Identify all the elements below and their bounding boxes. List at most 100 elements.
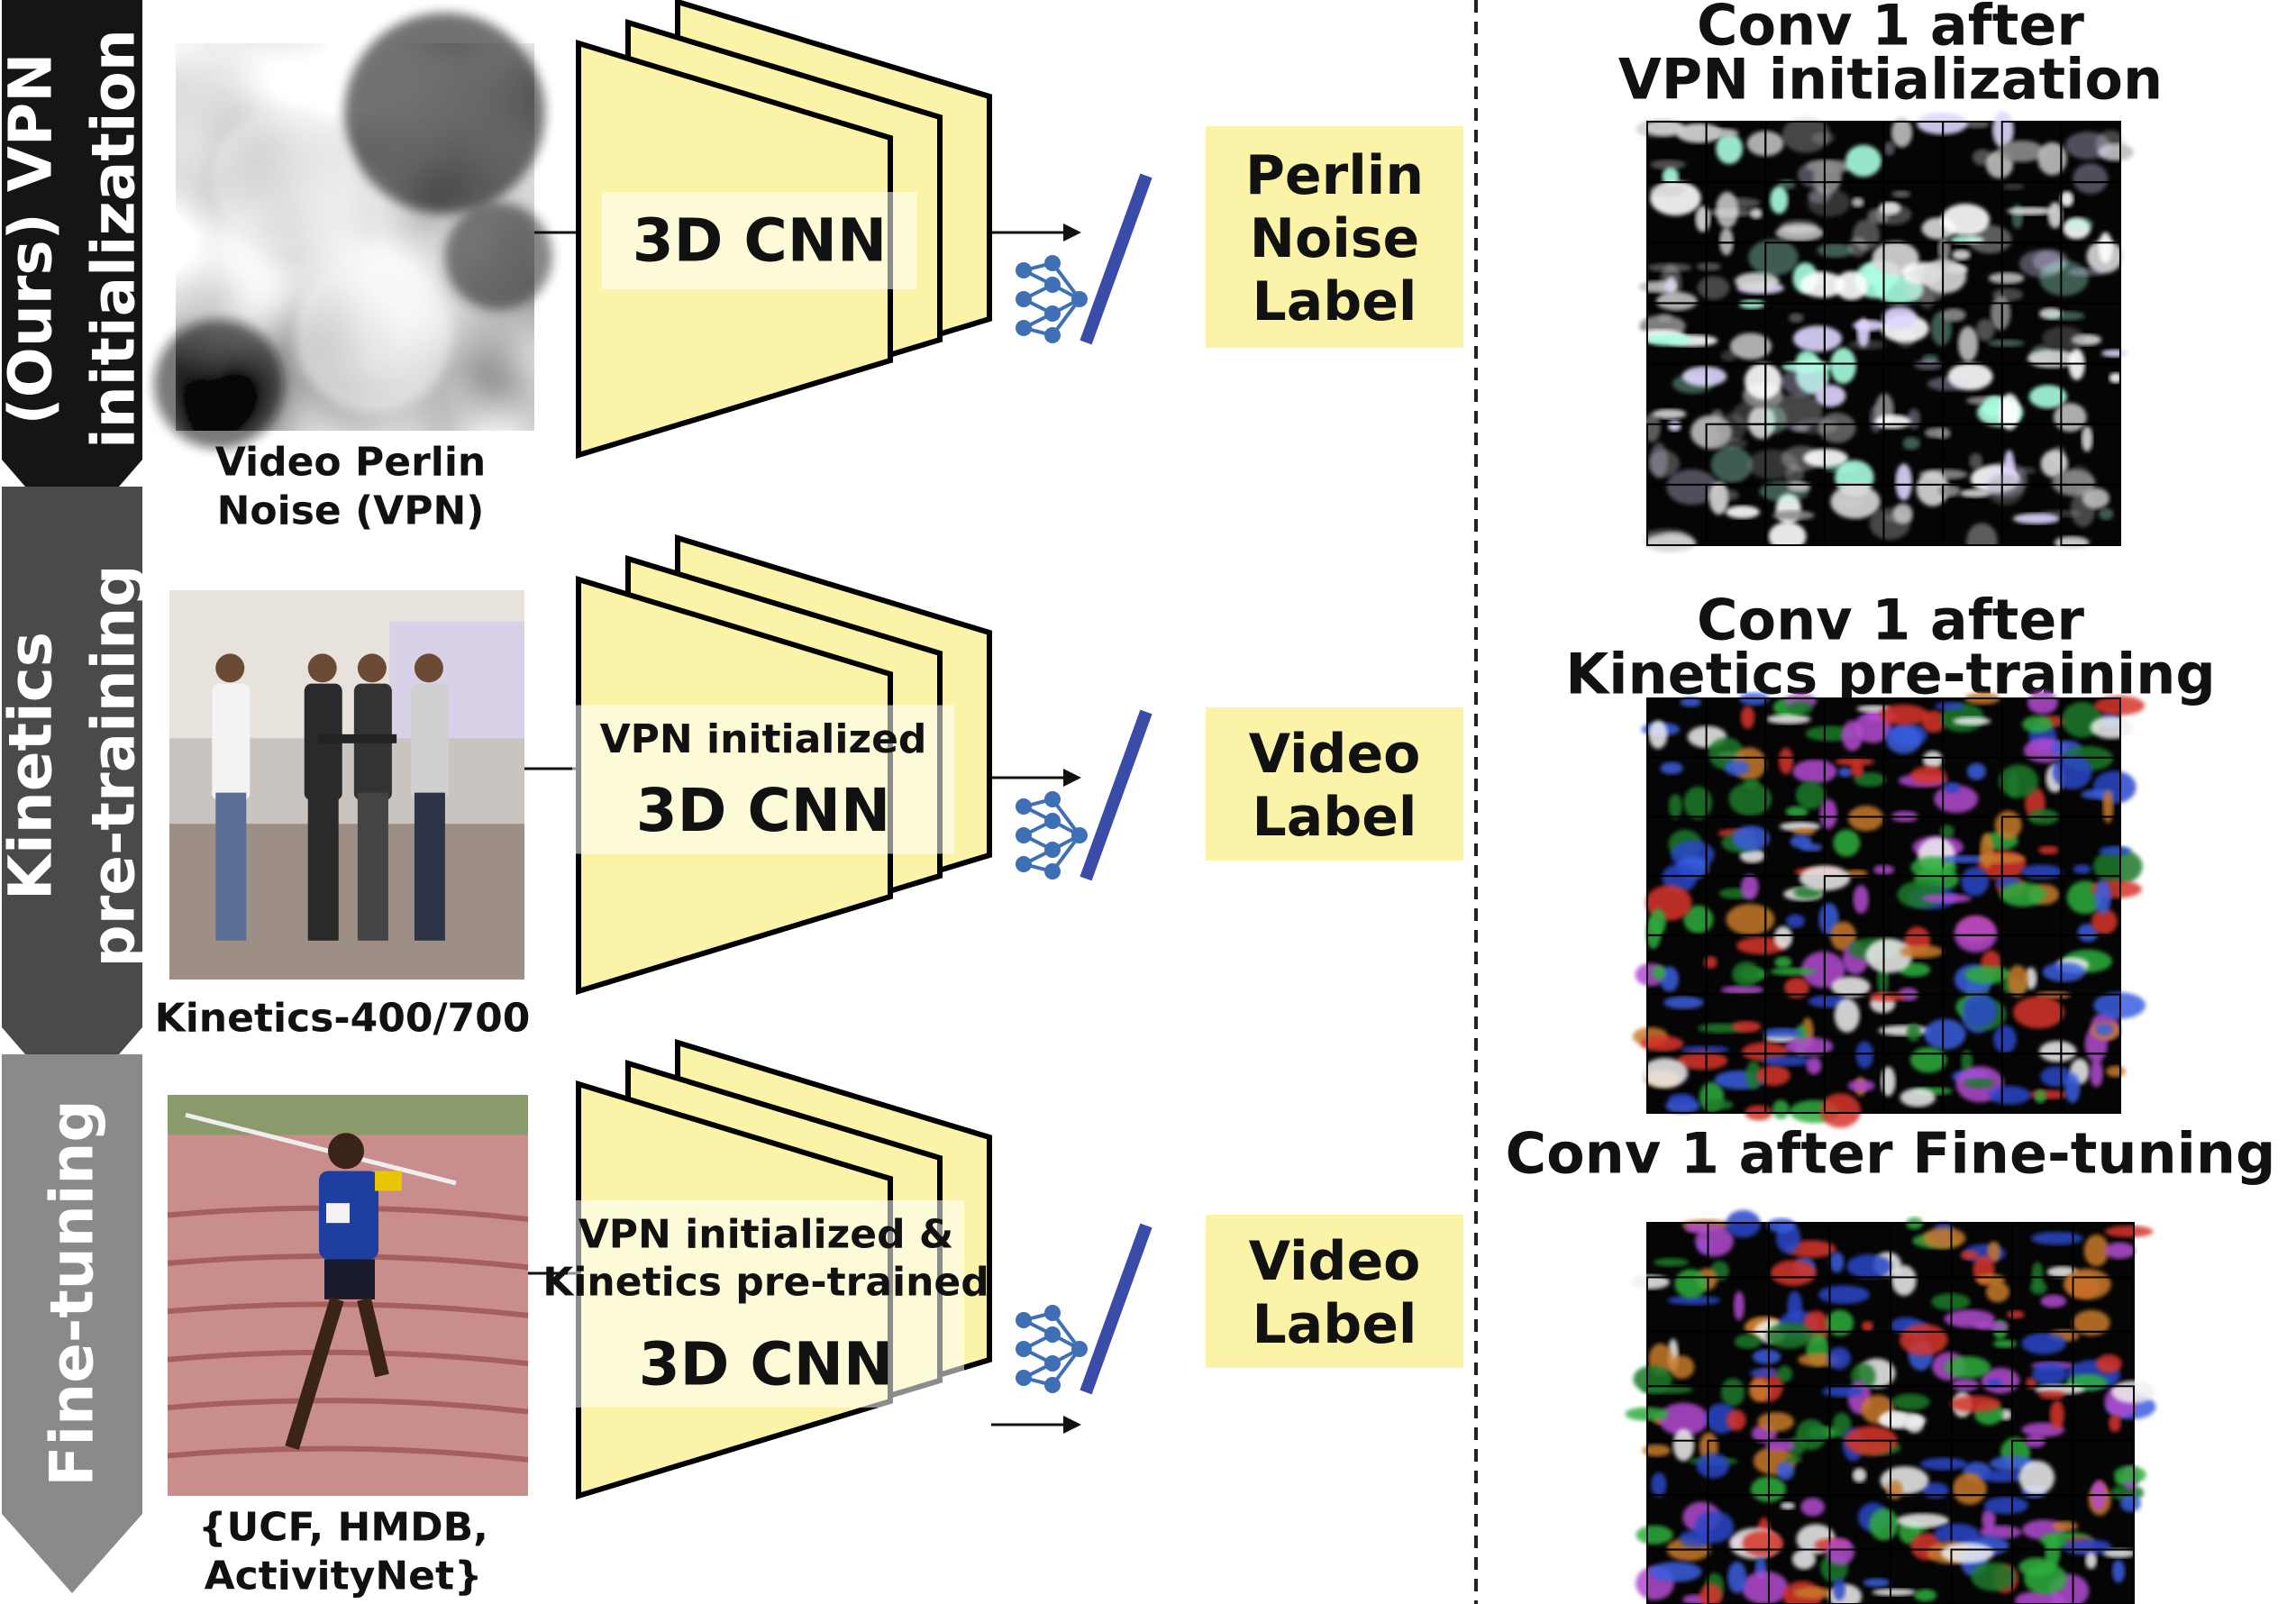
output-label-box [1206, 707, 1463, 861]
image-caption: Noise (VPN) [217, 488, 485, 534]
filter-blob [1716, 489, 1739, 501]
filter-cell [2060, 1053, 2126, 1115]
nn-node [1044, 863, 1061, 879]
filter-blob [2064, 1072, 2081, 1103]
filter-blob [1658, 1402, 1709, 1436]
filter-cell [2060, 875, 2142, 943]
filter-blob [1672, 1428, 1695, 1462]
filter-blob [1971, 1562, 2017, 1591]
filter-blob [1725, 506, 1760, 519]
filter-blob [1697, 276, 1730, 300]
athlete-leg [285, 1297, 344, 1450]
filter-blob [1660, 761, 1683, 775]
filter-blob [1934, 1523, 1980, 1545]
filter-blob [1736, 936, 1787, 955]
athlete-leg [357, 1298, 389, 1378]
filter-blob [2014, 1590, 2064, 1604]
filter-blob [1666, 469, 1717, 506]
person-head [215, 653, 245, 683]
filter-blob [1762, 1055, 1811, 1067]
filter-blob [1869, 507, 1911, 541]
filter-blob [1882, 306, 1918, 329]
filter-cell [1748, 239, 1845, 305]
filter-blob [1817, 242, 1854, 258]
filter-blob [1850, 761, 1864, 778]
filter-cell [2060, 181, 2121, 244]
filter-blob [2085, 1552, 2098, 1570]
filter-blob [1776, 1461, 1795, 1481]
filter-cell [2042, 934, 2121, 996]
filter-cell [1823, 482, 1885, 546]
filter-blob [1987, 339, 2025, 347]
filter-blob [1780, 220, 1818, 234]
filter-blob [1969, 452, 1983, 469]
filter-blob [1787, 700, 1813, 715]
output-label-box [1206, 126, 1463, 348]
filter-blob [1914, 360, 1943, 370]
filter-blob [1830, 484, 1881, 519]
filter-blob [1869, 991, 1905, 1002]
filter-blob [1830, 921, 1856, 952]
classifier-bar-icon [1080, 709, 1153, 881]
filter-blob [1791, 1549, 1817, 1570]
filter-blob [2063, 1538, 2112, 1555]
row-2: {UCF, HMDB,ActivityNet}VPN initialized &… [167, 1038, 1463, 1599]
person-legs [414, 792, 445, 941]
filter-cell [2011, 1535, 2090, 1604]
filter-blob [1710, 446, 1753, 483]
filter-blob [1885, 724, 1922, 754]
filter-blob [1993, 1025, 2017, 1053]
filter-blob [1635, 1525, 1673, 1545]
model-name: 3D CNN [633, 206, 888, 276]
filter-blob [2007, 964, 2028, 998]
filter-blob [1944, 1355, 1991, 1379]
filter-blob [1855, 1041, 1874, 1069]
filter-blob [1788, 313, 1804, 324]
filter-blob [1652, 408, 1687, 419]
filter-blob [1975, 318, 1995, 342]
filter-blob [2094, 879, 2111, 915]
filter-blob [2105, 1065, 2126, 1078]
filter-blob [1784, 1036, 1834, 1056]
filter-blob [1734, 1334, 1762, 1349]
stage-arrow-2 [2, 1054, 142, 1593]
filter-blob [1772, 510, 1815, 521]
filter-blob [2053, 403, 2087, 433]
filter-blob [1910, 766, 1946, 785]
filter-blob [1745, 1061, 1762, 1089]
filter-blob [1663, 531, 1685, 539]
filter-blob [1994, 810, 2022, 840]
conv1-filter-grid-1 [1632, 690, 2146, 1128]
filter-blob [2109, 1414, 2121, 1433]
filter-blob [1891, 190, 1911, 198]
filter-blob [1740, 706, 1755, 729]
filter-blob [1900, 944, 1944, 959]
filter-blob [1733, 1290, 1745, 1321]
filter-blob [1765, 1322, 1813, 1349]
filter-blob [1650, 1561, 1702, 1582]
nn-node [1016, 320, 1032, 336]
filter-blob [1891, 117, 1913, 148]
output-label-text: Video [1249, 1230, 1421, 1293]
filter-blob [1781, 116, 1831, 153]
athlete-head [328, 1133, 364, 1170]
filter-cell [1705, 874, 1775, 936]
filter-blob [2065, 217, 2094, 231]
filter-blob [1766, 714, 1811, 725]
arrow-head [1063, 1416, 1081, 1434]
person-legs [215, 792, 247, 941]
filter-blob [2052, 1520, 2079, 1532]
filter-blob [1735, 272, 1780, 291]
filter-blob [2067, 268, 2105, 277]
filter-blob [2012, 513, 2060, 524]
filter-cell [1768, 1548, 1834, 1604]
perlin-blob [154, 319, 284, 450]
filter-blob [2067, 465, 2092, 493]
filter-blob [1650, 159, 1686, 170]
filter-blob [2063, 1268, 2111, 1300]
filter-blob [2027, 690, 2058, 715]
filter-blob [1641, 1385, 1693, 1394]
